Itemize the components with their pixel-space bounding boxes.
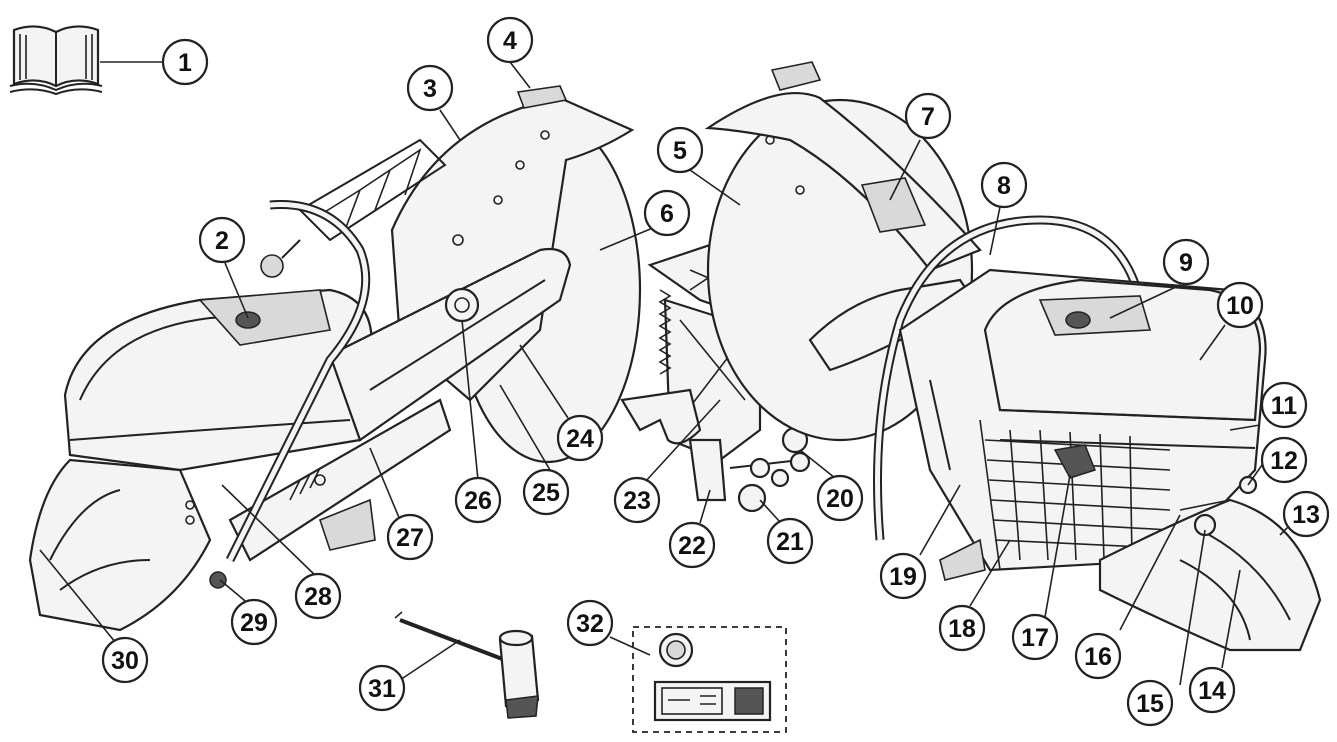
callout-19: 19: [879, 552, 927, 600]
callout-number: 8: [997, 172, 1011, 200]
callout-29: 29: [230, 598, 278, 646]
callout-23: 23: [613, 476, 661, 524]
callout-number: 1: [178, 49, 192, 77]
callout-number: 2: [215, 227, 229, 255]
callout-26: 26: [454, 476, 502, 524]
callout-number: 28: [304, 583, 332, 611]
callout-10: 10: [1216, 281, 1264, 329]
callout-number: 12: [1270, 447, 1298, 475]
callout-number: 25: [532, 479, 560, 507]
callout-number: 26: [464, 487, 492, 515]
callout-31: 31: [358, 664, 406, 712]
callout-30: 30: [101, 636, 149, 684]
callout-20: 20: [816, 474, 864, 522]
callout-17: 17: [1011, 613, 1059, 661]
callout-number: 11: [1271, 392, 1298, 420]
callout-6: 6: [643, 189, 691, 237]
callout-4: 4: [486, 16, 534, 64]
open-book-icon: [9, 25, 103, 96]
callout-number: 16: [1084, 643, 1112, 671]
callout-18: 18: [938, 604, 986, 652]
callout-number: 30: [111, 647, 139, 675]
callout-8: 8: [980, 161, 1028, 209]
callouts: 1 2 3 4 5 6 7 8 9 10 11 12 13 14 15 16 1…: [101, 16, 1330, 727]
callout-11: 11: [1260, 381, 1308, 429]
callout-13: 13: [1282, 490, 1330, 538]
callout-1: 1: [161, 38, 209, 86]
callout-22: 22: [668, 521, 716, 569]
callout-number: 29: [240, 609, 268, 637]
callout-14: 14: [1188, 666, 1236, 714]
callout-number: 23: [623, 487, 651, 515]
callout-number: 32: [576, 610, 604, 638]
accessory-kit-dashed-box: [632, 626, 787, 733]
combination-wrench: [394, 611, 540, 719]
callout-number: 10: [1226, 292, 1254, 320]
callout-number: 9: [1179, 249, 1193, 277]
callout-number: 7: [921, 103, 935, 131]
callout-number: 3: [423, 75, 437, 103]
callout-15: 15: [1126, 679, 1174, 727]
callout-27: 27: [386, 513, 434, 561]
callout-number: 4: [503, 27, 517, 55]
callout-32: 32: [566, 599, 614, 647]
callout-number: 27: [396, 524, 424, 552]
callout-number: 6: [660, 200, 674, 228]
callout-9: 9: [1162, 238, 1210, 286]
callout-number: 5: [673, 137, 687, 165]
callout-3: 3: [406, 64, 454, 112]
callout-number: 13: [1292, 501, 1320, 529]
power-cutter-left-view: [28, 85, 642, 632]
callout-5: 5: [656, 126, 704, 174]
callout-number: 21: [776, 528, 804, 556]
callout-number: 31: [368, 675, 396, 703]
callout-7: 7: [904, 92, 952, 140]
callout-number: 15: [1136, 690, 1164, 718]
callout-number: 19: [889, 563, 917, 591]
callout-2: 2: [198, 216, 246, 264]
callout-number: 14: [1198, 677, 1226, 705]
callout-12: 12: [1260, 436, 1308, 484]
power-cutter-right-view: [704, 61, 1322, 652]
callout-number: 22: [678, 532, 706, 560]
callout-number: 20: [826, 485, 854, 513]
callout-16: 16: [1074, 632, 1122, 680]
callout-number: 17: [1021, 624, 1049, 652]
callout-number: 24: [566, 425, 594, 453]
callout-21: 21: [766, 517, 814, 565]
callout-28: 28: [294, 572, 342, 620]
callout-24: 24: [556, 414, 604, 462]
callout-number: 18: [948, 615, 976, 643]
callout-25: 25: [522, 468, 570, 516]
